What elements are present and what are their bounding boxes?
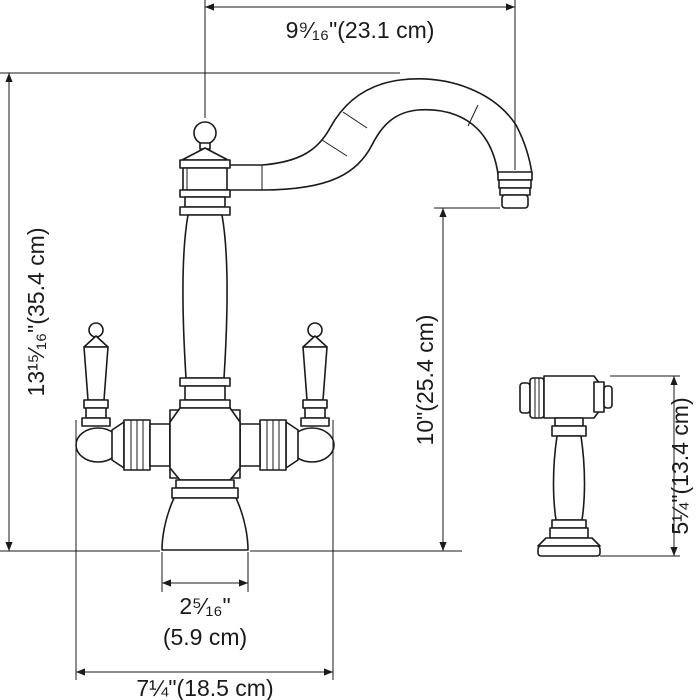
overall-height-dimension: 13¹⁵⁄₁₆"(35.4 cm)	[0, 72, 400, 552]
spout-height-dimension: 10"(25.4 cm)	[250, 207, 500, 552]
faucet-base	[161, 479, 249, 551]
faucet-spout	[217, 78, 533, 209]
handle-span-dimension: 7¼"(18.5 cm)	[75, 420, 334, 700]
spout-height-label: 10"(25.4 cm)	[412, 315, 438, 446]
handle-span-label: 7¼"(18.5 cm)	[136, 675, 273, 700]
sprayer-height-dimension: 5¼"(13.4 cm)	[600, 375, 693, 557]
spout-reach-label: 9⁹⁄₁₆"(23.1 cm)	[286, 17, 435, 43]
base-diameter-cm-label: (5.9 cm)	[163, 624, 247, 650]
sprayer-height-label: 5¼"(13.4 cm)	[667, 397, 693, 534]
spout-reach-dimension: 9⁹⁄₁₆"(23.1 cm)	[204, 0, 516, 170]
base-diameter-inch-label: 2⁵⁄₁₆"	[179, 593, 230, 619]
faucet-column	[179, 121, 231, 409]
overall-height-label: 13¹⁵⁄₁₆"(35.4 cm)	[23, 228, 49, 397]
side-sprayer	[519, 375, 613, 557]
kitchen-faucet	[75, 78, 533, 551]
faucet-handles	[75, 322, 335, 481]
base-diameter-dimension: 2⁵⁄₁₆" (5.9 cm)	[161, 552, 249, 650]
